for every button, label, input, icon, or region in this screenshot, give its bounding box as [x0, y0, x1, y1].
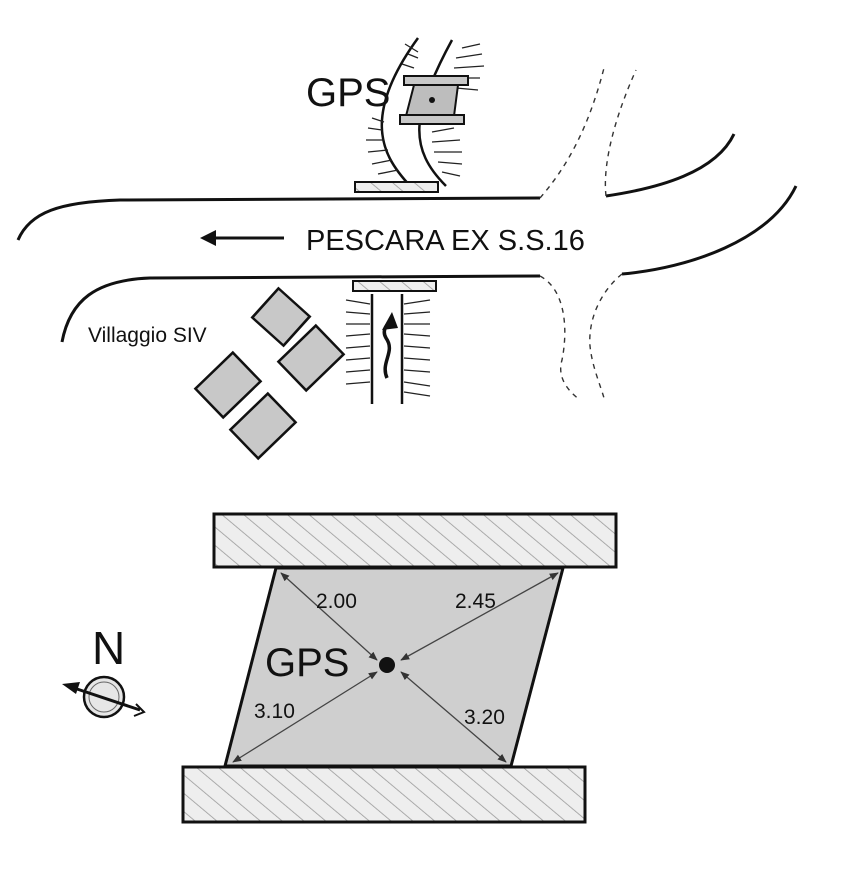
bridge-top-beam-1 — [403, 75, 469, 86]
gps-point-small — [429, 97, 435, 103]
road-bridge-beam-north — [354, 181, 439, 193]
abutment-top — [212, 512, 618, 569]
road-label: PESCARA EX S.S.16 — [306, 225, 585, 257]
road-bridge-beam-south — [352, 280, 437, 292]
north-label: N — [92, 622, 125, 674]
gps-label-detail: GPS — [265, 641, 349, 685]
distance-bottom-right: 3.20 — [464, 706, 505, 729]
distance-bottom-left: 3.10 — [254, 700, 295, 723]
distance-top-right: 2.45 — [455, 590, 496, 613]
distance-lines — [232, 572, 559, 763]
compass-needle-icon — [73, 686, 141, 712]
road-edge-east-2 — [621, 185, 798, 276]
gps-label-top: GPS — [306, 71, 390, 115]
road-edge-south — [60, 274, 541, 343]
village-label: Villaggio SIV — [88, 324, 207, 347]
bridge-detail-diagram: GPS 2.00 2.45 3.10 3.20 — [181, 512, 618, 824]
overview-map: GPS PESCARA EX S.S.16 — [16, 37, 798, 461]
compass-inner-circle — [88, 681, 120, 713]
dashed-side-road — [539, 67, 637, 401]
compass-arrowhead-icon — [62, 682, 80, 694]
embankment-hatching-north — [366, 43, 485, 177]
embankment-hatching-south — [345, 299, 431, 397]
river-flow-arrow — [382, 312, 398, 379]
traffic-direction-arrow — [200, 230, 284, 246]
road-edge-north — [16, 196, 541, 241]
bridge-top-beam-2 — [399, 114, 465, 125]
road-edge-east-1 — [605, 133, 736, 198]
compass-tail-icon — [133, 703, 146, 717]
gps-point — [379, 657, 395, 673]
village-buildings — [193, 286, 346, 461]
north-compass: N — [62, 622, 146, 719]
distance-top-left: 2.00 — [316, 590, 357, 613]
abutment-bottom — [181, 765, 587, 824]
